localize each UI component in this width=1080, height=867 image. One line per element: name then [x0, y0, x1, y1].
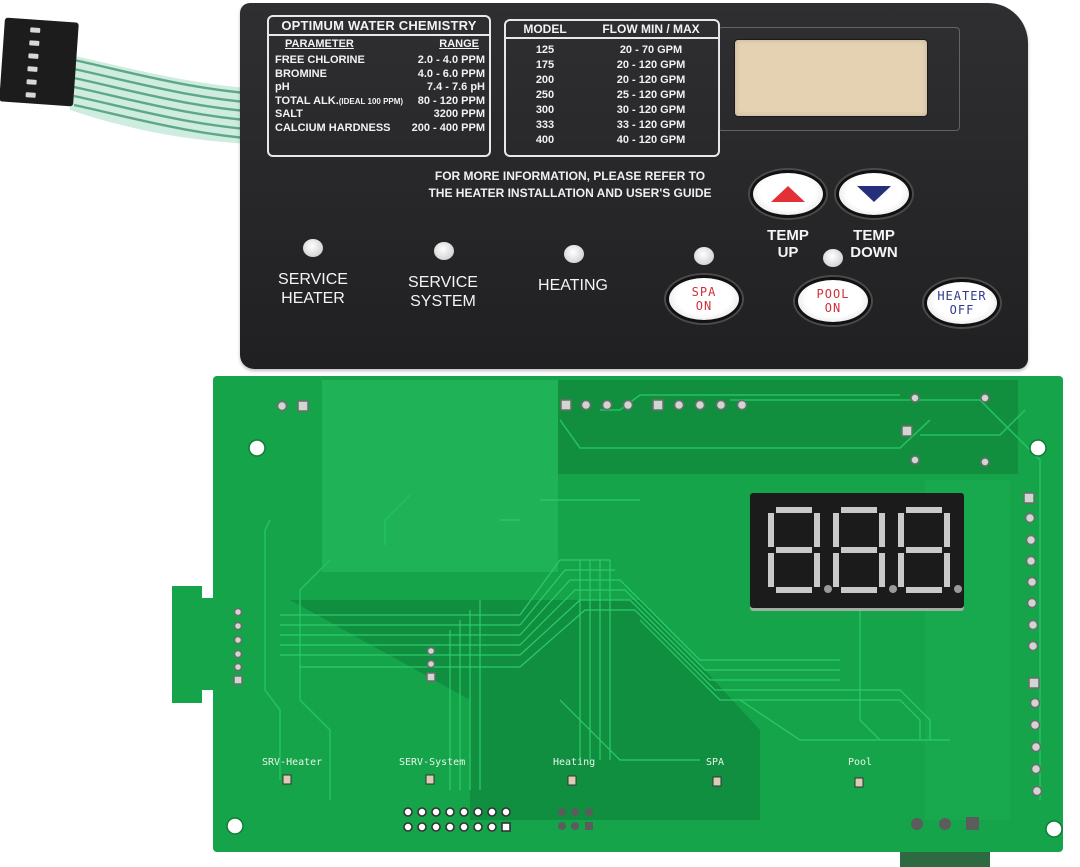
heating-label: HEATING: [538, 277, 608, 294]
seven-segment-display: [750, 493, 964, 608]
seven-segment-digits-icon: [768, 507, 962, 593]
arrow-down-icon: [857, 186, 891, 202]
water-chemistry-header: PARAMETER RANGE: [285, 38, 479, 50]
service-system-led: [434, 242, 454, 260]
lcd-window: [734, 39, 928, 117]
temp-down-button[interactable]: [836, 170, 912, 218]
chemistry-row: TOTAL ALK.(IDEAL 100 PPM)80 - 120 PPM: [275, 94, 485, 107]
lcd-window-frame: [718, 27, 960, 131]
silk-label-pool: Pool: [848, 757, 873, 768]
heating-led: [564, 245, 584, 263]
service-heater-led: [303, 239, 323, 257]
spa-led: [694, 247, 714, 265]
water-chemistry-table: OPTIMUM WATER CHEMISTRY PARAMETER RANGE …: [267, 15, 491, 157]
silk-label-heating: Heating: [553, 757, 596, 768]
water-chemistry-title: OPTIMUM WATER CHEMISTRY: [269, 17, 489, 36]
silk-label-serv-system: SERV-System: [399, 757, 466, 768]
silk-label-srv-heater: SRV-Heater: [262, 757, 323, 768]
keypad-overlay: OPTIMUM WATER CHEMISTRY PARAMETER RANGE …: [240, 3, 1028, 369]
pcb-traces: [172, 380, 1063, 867]
info-text: FOR MORE INFORMATION, PLEASE REFER TO TH…: [428, 169, 712, 200]
pool-led: [823, 249, 843, 267]
temp-up-button[interactable]: [750, 170, 826, 218]
flow-table-header: MODEL FLOW MIN / MAX: [506, 21, 718, 39]
silk-label-spa: SPA: [706, 757, 725, 768]
arrow-up-icon: [771, 186, 805, 202]
ribbon-connector: [0, 17, 79, 107]
